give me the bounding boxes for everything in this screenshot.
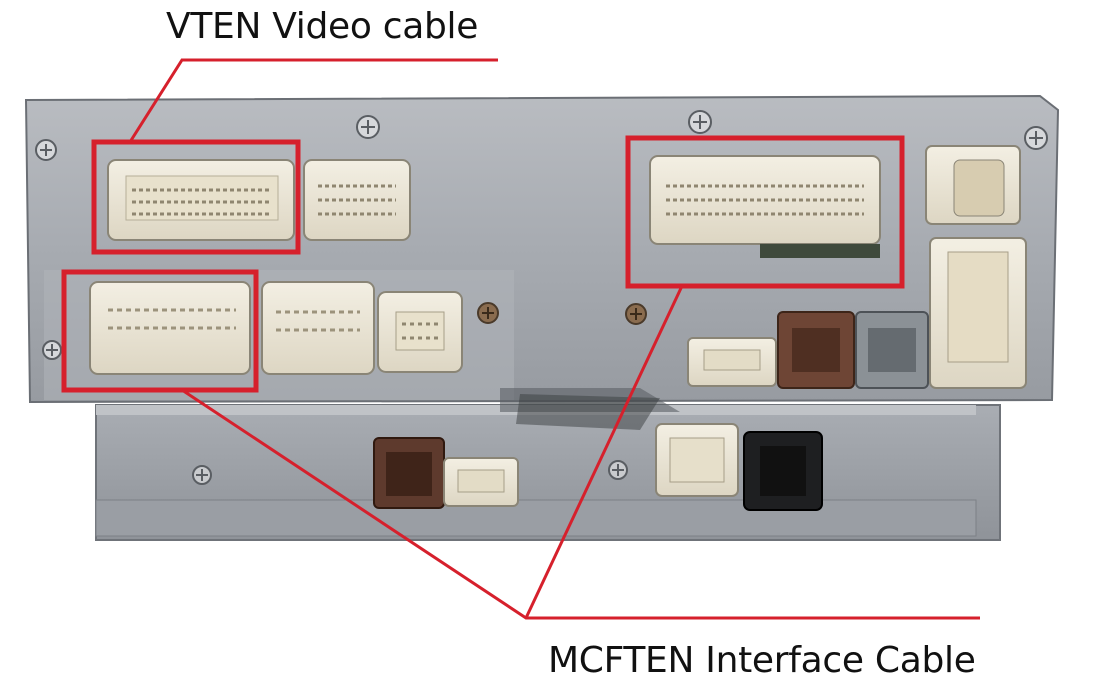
screw-icon	[625, 303, 647, 325]
connector-icon	[303, 159, 411, 241]
connector-icon	[377, 291, 463, 373]
screw-icon	[192, 465, 212, 485]
connector-icon	[373, 437, 445, 509]
mcften-interface-cable-label: MCFTEN Interface Cable	[548, 640, 976, 681]
connector-icon	[655, 423, 739, 497]
connector-icon	[107, 159, 295, 241]
connector-icon	[929, 237, 1027, 389]
screw-icon	[42, 340, 62, 360]
connector-icon	[855, 311, 929, 389]
connector-icon	[687, 337, 777, 387]
connector-icon	[89, 281, 251, 375]
connector-icon	[925, 145, 1021, 225]
vten-video-cable-label: VTEN Video cable	[166, 6, 479, 47]
screw-icon	[356, 115, 380, 139]
connector-icon	[649, 155, 881, 258]
screw-icon	[477, 302, 499, 324]
screw-icon	[608, 460, 628, 480]
connector-icon	[443, 457, 519, 507]
highlight-box-mcften-left	[61, 269, 259, 393]
connector-icon	[777, 311, 855, 389]
leader-line-vten	[128, 58, 498, 143]
leader-line-mcften	[181, 285, 980, 620]
screw-icon	[688, 110, 712, 134]
screw-icon	[1024, 126, 1048, 150]
highlight-box-mcften-right	[625, 135, 905, 289]
connector-icon	[743, 431, 823, 511]
screw-icon	[35, 139, 57, 161]
highlight-box-vten	[91, 139, 301, 255]
connector-icon	[261, 281, 375, 375]
